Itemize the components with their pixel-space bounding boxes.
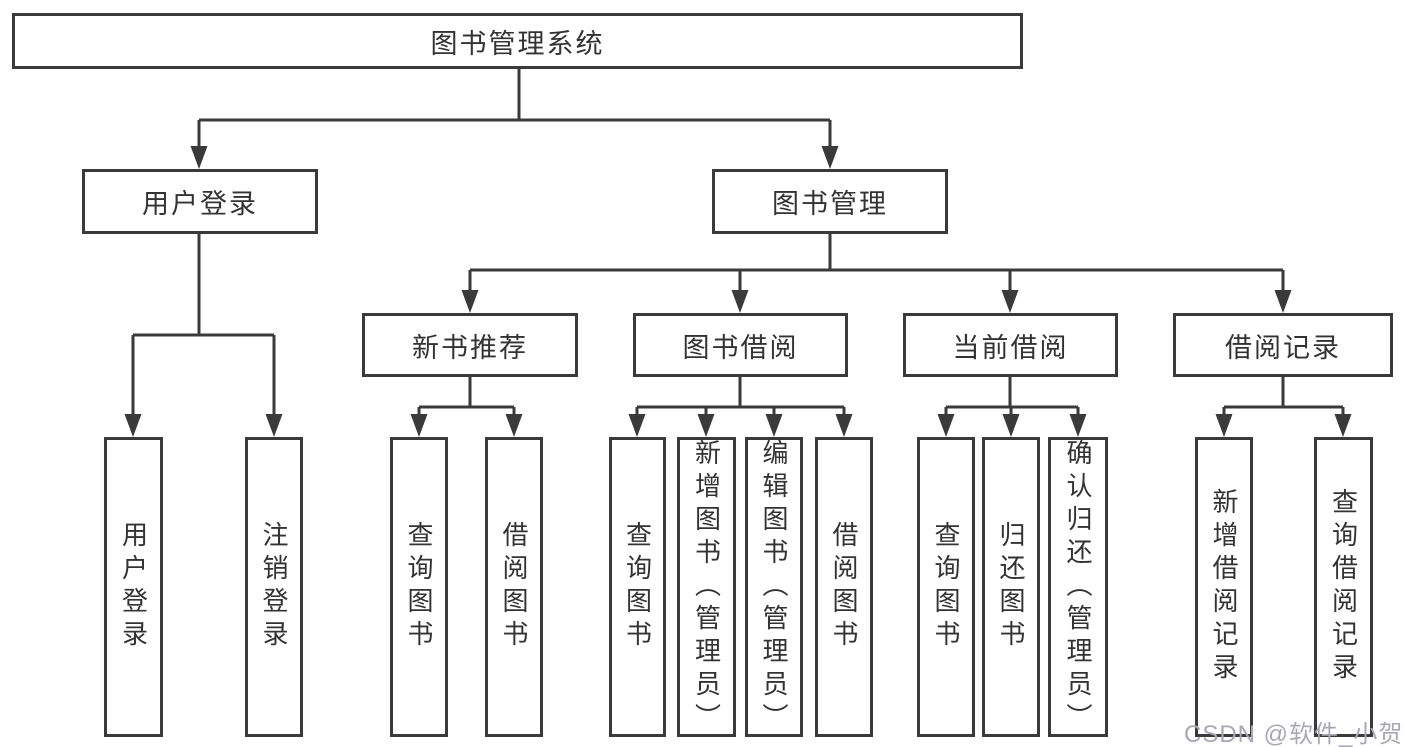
node-new-book-recommendation-label: 新书推荐 [412,332,528,363]
leaf-edit-books-admin: 编辑图书（管理员） [745,437,803,737]
node-user-login-label: 用户登录 [142,189,258,219]
leaf-logout: 注销登录 [245,437,303,737]
arrowheads [124,146,1352,437]
node-book-borrowing-label: 图书借阅 [682,332,799,363]
leaf-query-books-current-label: 查询图书 [931,521,961,653]
node-book-borrowing: 图书借阅 [633,313,848,377]
leaf-edit-books-admin-label: 编辑图书（管理员） [759,438,789,736]
leaf-query-books-recommend: 查询图书 [390,437,448,737]
leaf-borrow-books-recommend-label: 借阅图书 [499,521,529,653]
leaf-confirm-return-admin-label: 确认归还（管理员） [1063,438,1093,736]
node-borrowing-records-label: 借阅记录 [1225,332,1341,363]
node-book-management-label: 图书管理 [772,189,888,219]
leaf-borrow-books-recommend: 借阅图书 [485,437,543,737]
node-current-borrowing-label: 当前借阅 [952,332,1069,363]
leaf-borrow-books-label: 借阅图书 [829,521,859,653]
node-new-book-recommendation: 新书推荐 [362,313,578,377]
watermark: CSDN @软件_小贺同学 [1184,721,1405,747]
leaf-query-books-recommend-label: 查询图书 [404,521,434,653]
node-book-management: 图书管理 [712,169,948,234]
node-borrowing-records: 借阅记录 [1173,313,1393,377]
leaf-query-books-current: 查询图书 [917,437,975,737]
leaf-borrow-books: 借阅图书 [815,437,873,737]
node-current-borrowing: 当前借阅 [903,313,1118,377]
leaf-logout-label: 注销登录 [259,521,289,653]
leaf-add-books-admin-label: 新增图书（管理员） [691,438,722,736]
leaf-add-books-admin: 新增图书（管理员） [677,437,736,737]
leaf-add-borrow-record-label: 新增借阅记录 [1209,488,1239,686]
leaf-query-books-borrow-label: 查询图书 [622,521,653,653]
leaf-query-borrow-record-label: 查询借阅记录 [1328,488,1359,686]
leaf-return-books: 归还图书 [982,437,1040,737]
leaf-query-borrow-record: 查询借阅记录 [1314,437,1373,737]
node-root: 图书管理系统 [12,13,1023,69]
node-root-label: 图书管理系统 [430,28,605,59]
leaf-return-books-label: 归还图书 [996,521,1026,653]
leaf-confirm-return-admin: 确认归还（管理员） [1048,437,1108,737]
leaf-add-borrow-record: 新增借阅记录 [1195,437,1253,737]
leaf-user-login: 用户登录 [104,437,163,737]
node-user-login: 用户登录 [82,169,318,234]
leaf-query-books-borrow: 查询图书 [609,437,666,737]
leaf-user-login-label: 用户登录 [118,521,149,653]
